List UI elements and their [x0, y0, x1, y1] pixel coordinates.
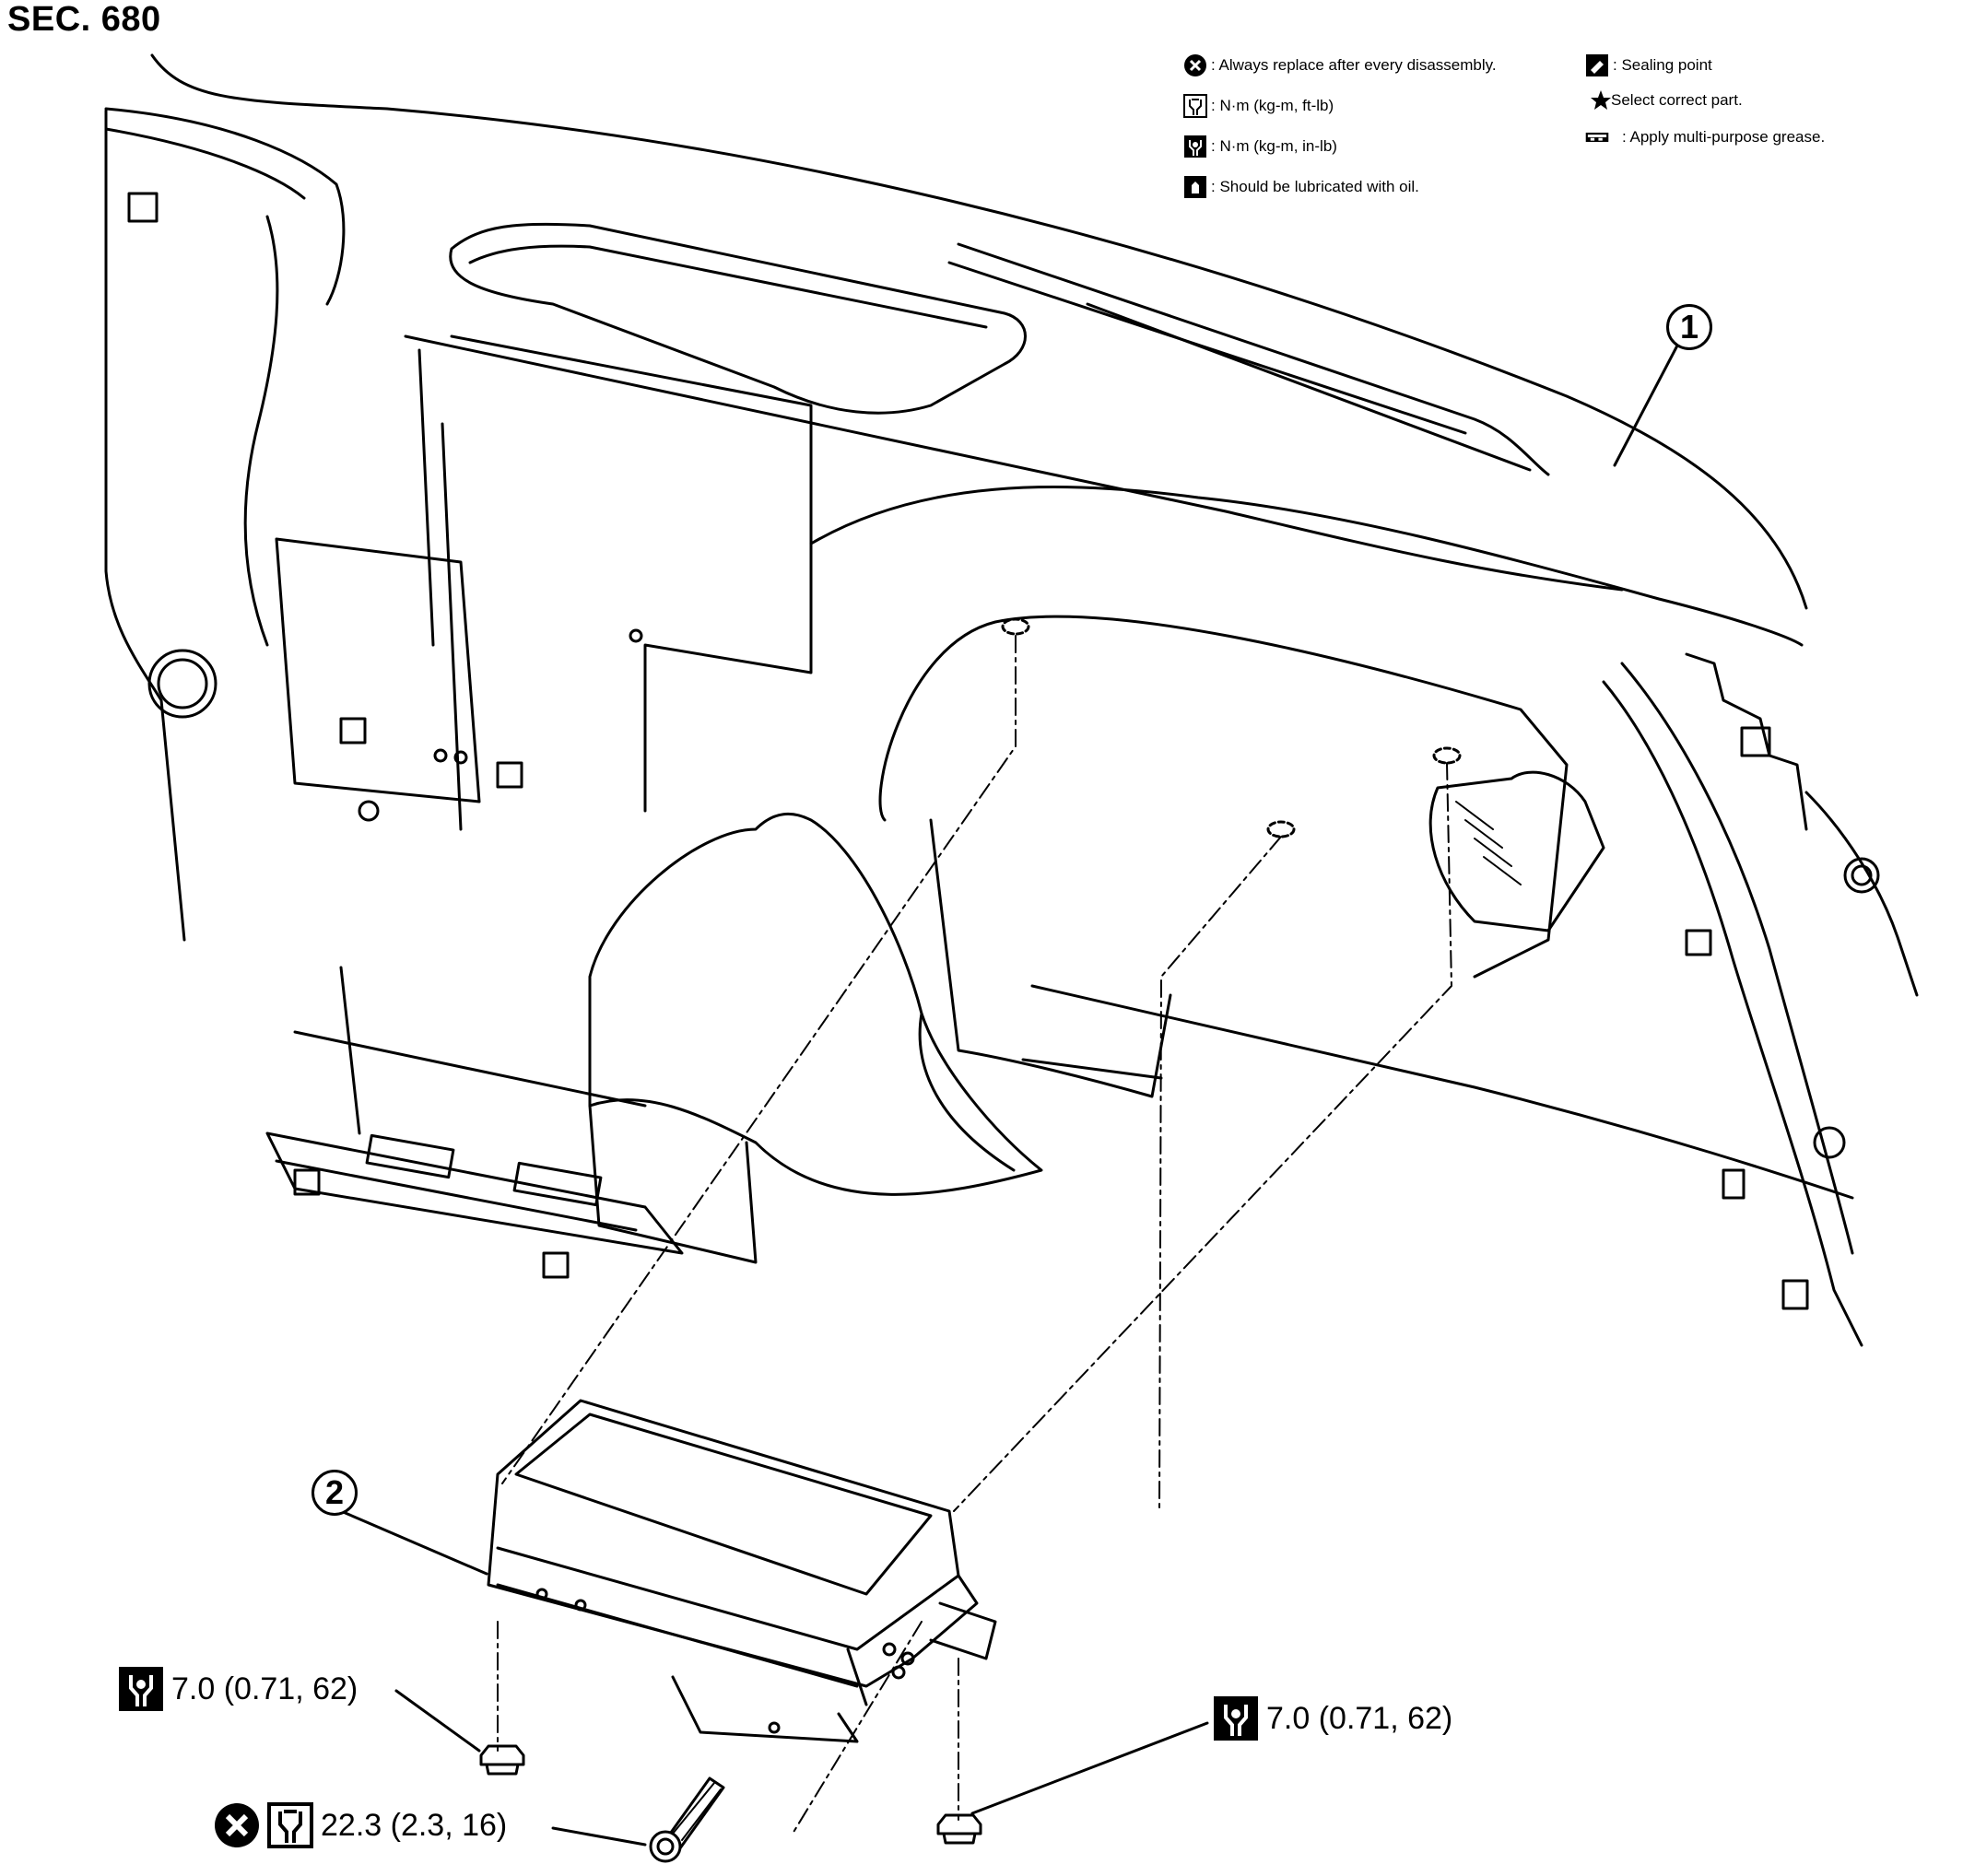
replace-x-icon — [214, 1802, 260, 1848]
torque-wrench-icon — [1183, 94, 1207, 118]
legend-sealing-text: : Sealing point — [1613, 56, 1712, 74]
torque-wrench-filled-icon — [1213, 1695, 1259, 1741]
right-nut-torque-value: 7.0 (0.71, 62) — [1266, 1700, 1453, 1736]
legend-grease: : Apply multi-purpose grease. — [1585, 125, 1825, 149]
symbol-legend: : Always replace after every disassembly… — [1183, 53, 1884, 210]
legend-oil-text: : Should be lubricated with oil. — [1211, 178, 1419, 195]
legend-torque-ftlb-text: : N·m (kg-m, ft-lb) — [1211, 97, 1334, 114]
instrument-panel-assembly — [104, 53, 1919, 1347]
combination-meter-assembly — [339, 1399, 997, 1743]
part-callout-2: 2 — [311, 1470, 358, 1516]
star-icon — [1589, 88, 1611, 112]
legend-grease-text: : Apply multi-purpose grease. — [1622, 128, 1826, 146]
right-nut-leader — [970, 1721, 1209, 1815]
legend-select-text: Select correct part. — [1611, 91, 1743, 109]
oil-can-icon — [1183, 175, 1207, 199]
part-callout-1: 1 — [1666, 304, 1712, 350]
left-nut-leader — [394, 1689, 481, 1753]
bolt-leader — [551, 1826, 647, 1847]
bolt-torque-spec: 22.3 (2.3, 16) — [214, 1802, 507, 1848]
grease-icon — [1585, 125, 1618, 149]
assembly-guide-lines — [497, 635, 1452, 1835]
replace-x-icon — [1183, 53, 1207, 77]
legend-select: Select correct part. — [1589, 88, 1743, 112]
legend-replace-text: : Always replace after every disassembly… — [1211, 56, 1497, 74]
torque-wrench-filled-icon — [1183, 135, 1207, 158]
legend-sealing: : Sealing point — [1585, 53, 1712, 77]
left-nut-torque-spec: 7.0 (0.71, 62) — [118, 1666, 358, 1712]
legend-torque-ftlb: : N·m (kg-m, ft-lb) — [1183, 94, 1334, 118]
left-nut-torque-value: 7.0 (0.71, 62) — [171, 1671, 359, 1706]
torque-wrench-filled-icon — [118, 1666, 164, 1712]
legend-oil: : Should be lubricated with oil. — [1183, 175, 1419, 199]
torque-wrench-icon — [267, 1802, 313, 1848]
right-nut — [936, 1813, 982, 1845]
legend-replace: : Always replace after every disassembly… — [1183, 53, 1497, 77]
section-title: SEC. 680 — [7, 0, 161, 39]
legend-torque-inlb-text: : N·m (kg-m, in-lb) — [1211, 137, 1337, 155]
mounting-bolt — [649, 1776, 725, 1863]
right-nut-torque-spec: 7.0 (0.71, 62) — [1213, 1695, 1452, 1741]
sealing-point-icon — [1585, 53, 1609, 77]
bolt-torque-value: 22.3 (2.3, 16) — [321, 1807, 508, 1843]
legend-torque-inlb: : N·m (kg-m, in-lb) — [1183, 135, 1337, 158]
left-nut — [479, 1744, 525, 1776]
